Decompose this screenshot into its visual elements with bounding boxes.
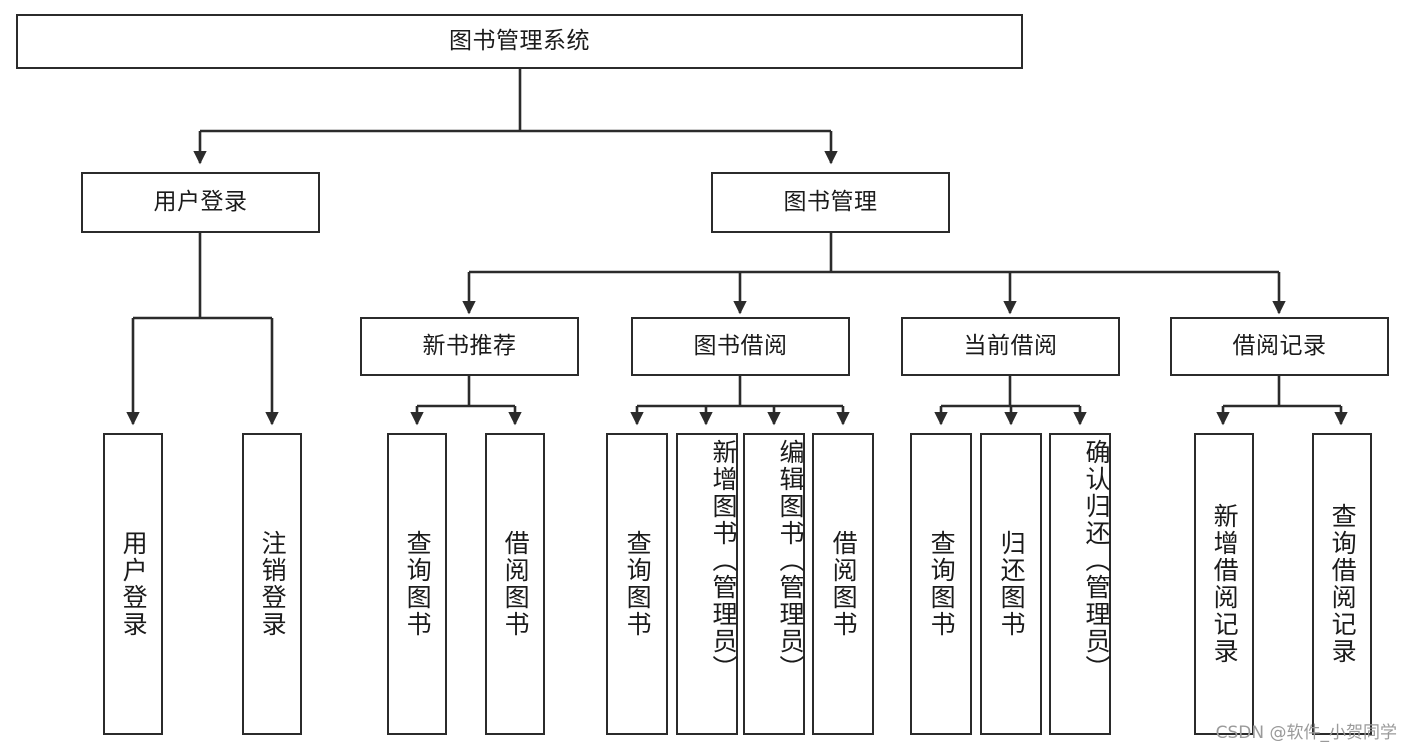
leaf-book-borrow-borrow[interactable]: 借阅图书 (812, 433, 874, 735)
leaf-book-borrow-query[interactable]: 查询图书 (606, 433, 668, 735)
leaf-label: 确认归还（管理员） (1082, 439, 1111, 682)
leaf-label: 查询借阅记录 (1328, 503, 1358, 665)
node-new-book-recommend-label: 新书推荐 (422, 332, 517, 359)
leaf-label: 注销登录 (258, 530, 288, 638)
leaf-new-book-borrow[interactable]: 借阅图书 (485, 433, 545, 735)
leaf-label: 编辑图书（管理员） (776, 439, 805, 682)
leaf-label: 查询图书 (927, 530, 957, 638)
leaf-label: 查询图书 (623, 530, 653, 638)
leaf-book-borrow-add[interactable]: 新增图书（管理员） (676, 433, 738, 735)
leaf-label: 借阅图书 (501, 530, 531, 638)
csdn-watermark: CSDN @软件_小贺同学 (1215, 723, 1397, 743)
leaf-current-borrow-query[interactable]: 查询图书 (910, 433, 972, 735)
leaf-borrow-record-query[interactable]: 查询借阅记录 (1312, 433, 1372, 735)
leaf-label: 新增借阅记录 (1210, 503, 1240, 665)
leaf-new-book-query[interactable]: 查询图书 (387, 433, 447, 735)
leaf-label: 用户登录 (119, 530, 149, 638)
leaf-user-login-login[interactable]: 用户登录 (103, 433, 163, 735)
node-root-label: 图书管理系统 (449, 27, 590, 54)
leaf-label: 新增图书（管理员） (709, 439, 738, 682)
node-book-borrow-label: 图书借阅 (693, 332, 788, 359)
leaf-user-login-logout[interactable]: 注销登录 (242, 433, 302, 735)
leaf-book-borrow-edit[interactable]: 编辑图书（管理员） (743, 433, 805, 735)
node-user-login-label: 用户登录 (153, 188, 248, 215)
node-book-management-label: 图书管理 (783, 188, 878, 215)
node-user-login[interactable]: 用户登录 (81, 172, 320, 233)
node-borrow-record-label: 借阅记录 (1232, 332, 1327, 359)
node-book-borrow[interactable]: 图书借阅 (631, 317, 850, 376)
node-book-management[interactable]: 图书管理 (711, 172, 950, 233)
leaf-current-borrow-confirm-return[interactable]: 确认归还（管理员） (1049, 433, 1111, 735)
leaf-label: 查询图书 (403, 530, 433, 638)
leaf-current-borrow-return[interactable]: 归还图书 (980, 433, 1042, 735)
node-current-borrow[interactable]: 当前借阅 (901, 317, 1120, 376)
node-current-borrow-label: 当前借阅 (963, 332, 1058, 359)
node-root[interactable]: 图书管理系统 (16, 14, 1023, 69)
node-new-book-recommend[interactable]: 新书推荐 (360, 317, 579, 376)
leaf-label: 借阅图书 (829, 530, 859, 638)
leaf-label: 归还图书 (997, 530, 1027, 638)
node-borrow-record[interactable]: 借阅记录 (1170, 317, 1389, 376)
leaf-borrow-record-add[interactable]: 新增借阅记录 (1194, 433, 1254, 735)
